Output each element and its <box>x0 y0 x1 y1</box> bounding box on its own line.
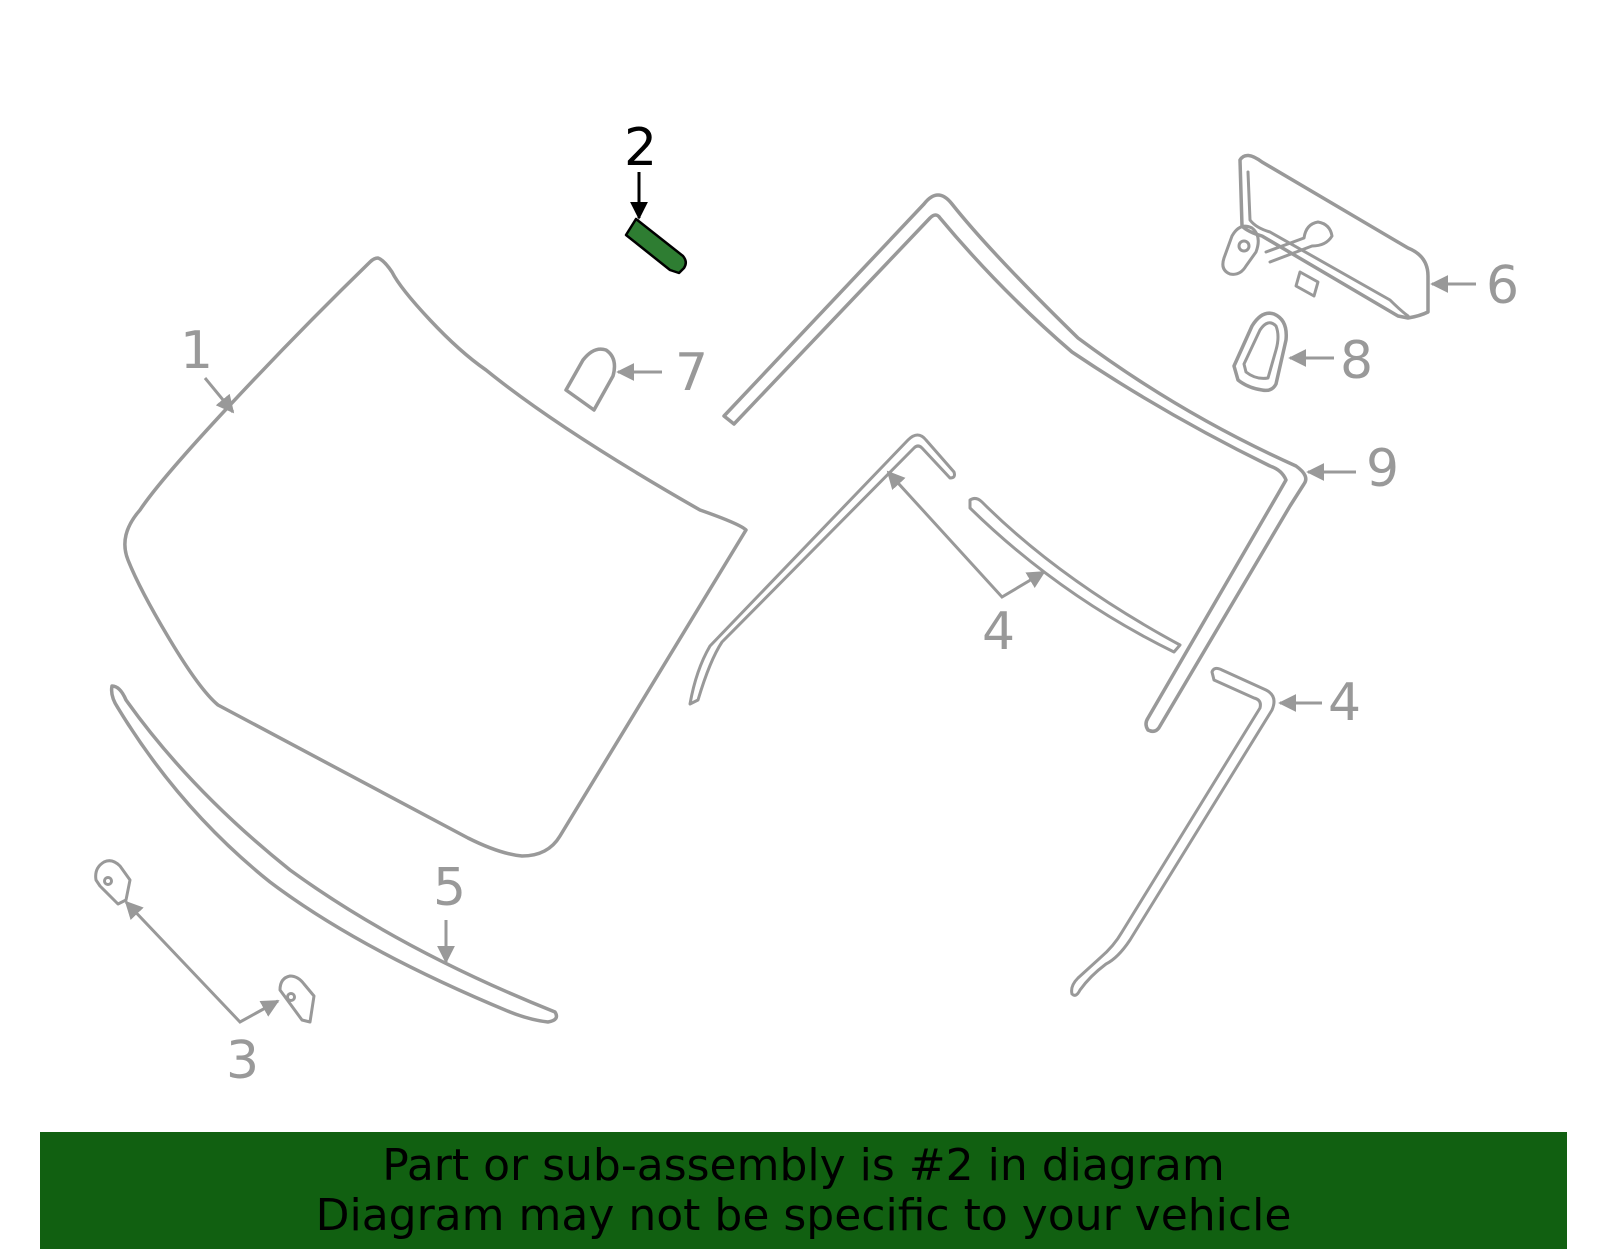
side-molding-part-4a <box>688 433 956 706</box>
mirror-mount-base <box>1221 224 1260 276</box>
mirror-part-6-edge <box>1246 170 1410 318</box>
callout-1: 1 <box>180 321 213 381</box>
outer-molding-part-9 <box>722 193 1308 734</box>
mirror-mount-hole <box>1237 239 1251 253</box>
spacer-part-3b <box>278 974 316 1024</box>
callout-4a: 4 <box>982 602 1015 662</box>
mirror-part-6 <box>1238 153 1430 320</box>
callout-1-leader <box>203 377 235 414</box>
callout-8: 8 <box>1340 331 1373 391</box>
highlighted-part-2 <box>624 217 687 275</box>
spacer-part-3b-hole <box>286 992 296 1002</box>
callout-6: 6 <box>1486 256 1519 316</box>
cover-part-7 <box>564 347 617 412</box>
info-banner: Part or sub-assembly is #2 in diagram Di… <box>40 1132 1567 1249</box>
banner-line-1: Part or sub-assembly is #2 in diagram <box>382 1139 1225 1191</box>
callout-2: 2 <box>624 118 657 178</box>
callout-7: 7 <box>675 343 708 403</box>
lower-molding-part-5 <box>109 684 559 1024</box>
windshield-glass <box>123 256 748 858</box>
callout-9: 9 <box>1366 439 1399 499</box>
cover-part-8-inner <box>1242 321 1280 380</box>
banner-line-2: Diagram may not be specific to your vehi… <box>315 1189 1292 1241</box>
callout-3-leader <box>124 900 280 1024</box>
callout-4a-leader <box>886 470 1046 599</box>
callout-3: 3 <box>226 1031 259 1091</box>
spacer-part-3a-hole <box>103 876 113 886</box>
spacer-part-3a <box>94 859 132 906</box>
side-molding-part-4b <box>1070 666 1276 997</box>
callout-4b: 4 <box>1328 673 1361 733</box>
mirror-connector <box>1294 270 1320 298</box>
mirror-mount-arm <box>1264 220 1334 264</box>
cover-part-8 <box>1232 311 1288 393</box>
callout-5: 5 <box>433 858 466 918</box>
